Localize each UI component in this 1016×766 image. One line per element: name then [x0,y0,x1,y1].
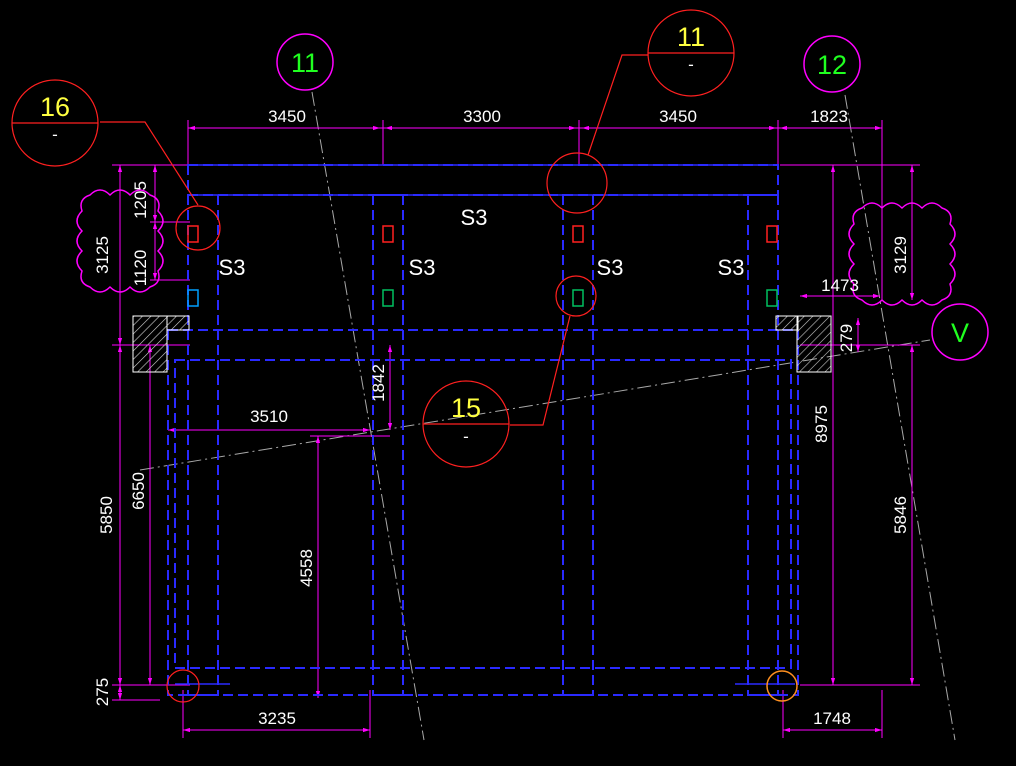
column-marker-icon [187,225,199,243]
grid-bubble-v[interactable]: V [931,303,989,361]
grid-bubble-label: 11 [291,48,319,78]
dim-interior: 3510 [250,407,288,426]
column-markers [187,225,778,307]
dim-right: 1473 [821,276,859,295]
column-marker-icon [382,289,394,307]
dim-left: 5850 [97,496,116,534]
callout-11[interactable]: 11 - [647,9,735,97]
column-marker-icon [572,289,584,307]
column-marker-icon [766,225,778,243]
dim-left: 275 [93,678,112,706]
slab-label: S3 [219,255,246,280]
dim-top: 1823 [810,107,848,126]
dim-top: 3450 [659,107,697,126]
dim-left: 1205 [131,181,150,219]
dim-top: 3450 [268,107,306,126]
slab-label: S3 [597,255,624,280]
dim-left: 3125 [93,236,112,274]
callout-sub: - [688,55,694,74]
hatch-block-icon [775,315,799,331]
callout-15[interactable]: 15 - [422,380,510,468]
slab-label: S3 [409,255,436,280]
dim-right: 3129 [891,236,910,274]
hatch-block-icon [132,315,168,373]
dim-left: 6650 [129,472,148,510]
grid-bubble-12[interactable]: 12 [803,35,861,93]
column-marker-icon [572,225,584,243]
dim-interior: 4558 [297,549,316,587]
grid-bubble-label: V [951,318,969,348]
dim-right: 5846 [891,496,910,534]
structure-solid-lines [175,164,795,685]
hatch-block-icon [166,315,190,331]
support-marker-icon [766,670,798,702]
cloud-revision-icon [76,189,164,293]
callout-number: 15 [451,393,481,423]
grid-bubble-11[interactable]: 11 [276,33,334,91]
dim-right: 279 [837,324,856,352]
dim-right: 8975 [812,405,831,443]
column-marker-icon [382,225,394,243]
dim-bottom: 1748 [813,709,851,728]
slab-label: S3 [461,205,488,230]
callout-leaders [100,54,648,703]
callout-number: 16 [40,92,70,122]
callout-16[interactable]: 16 - [11,79,99,167]
dim-left: 1120 [131,250,150,287]
column-marker-icon [187,289,199,307]
callout-number: 11 [677,22,705,52]
dimension-lines [112,120,920,738]
callout-sub: - [463,427,469,446]
dim-interior: 1842 [369,364,388,402]
callout-sub: - [52,125,58,144]
slab-label: S3 [718,255,745,280]
hatch-block-icon [796,315,832,373]
cloud-revision-icon [848,202,956,306]
dim-bottom: 3235 [258,709,296,728]
column-marker-icon [766,289,778,307]
grid-bubble-label: 12 [817,50,847,80]
dim-top: 3300 [463,107,501,126]
